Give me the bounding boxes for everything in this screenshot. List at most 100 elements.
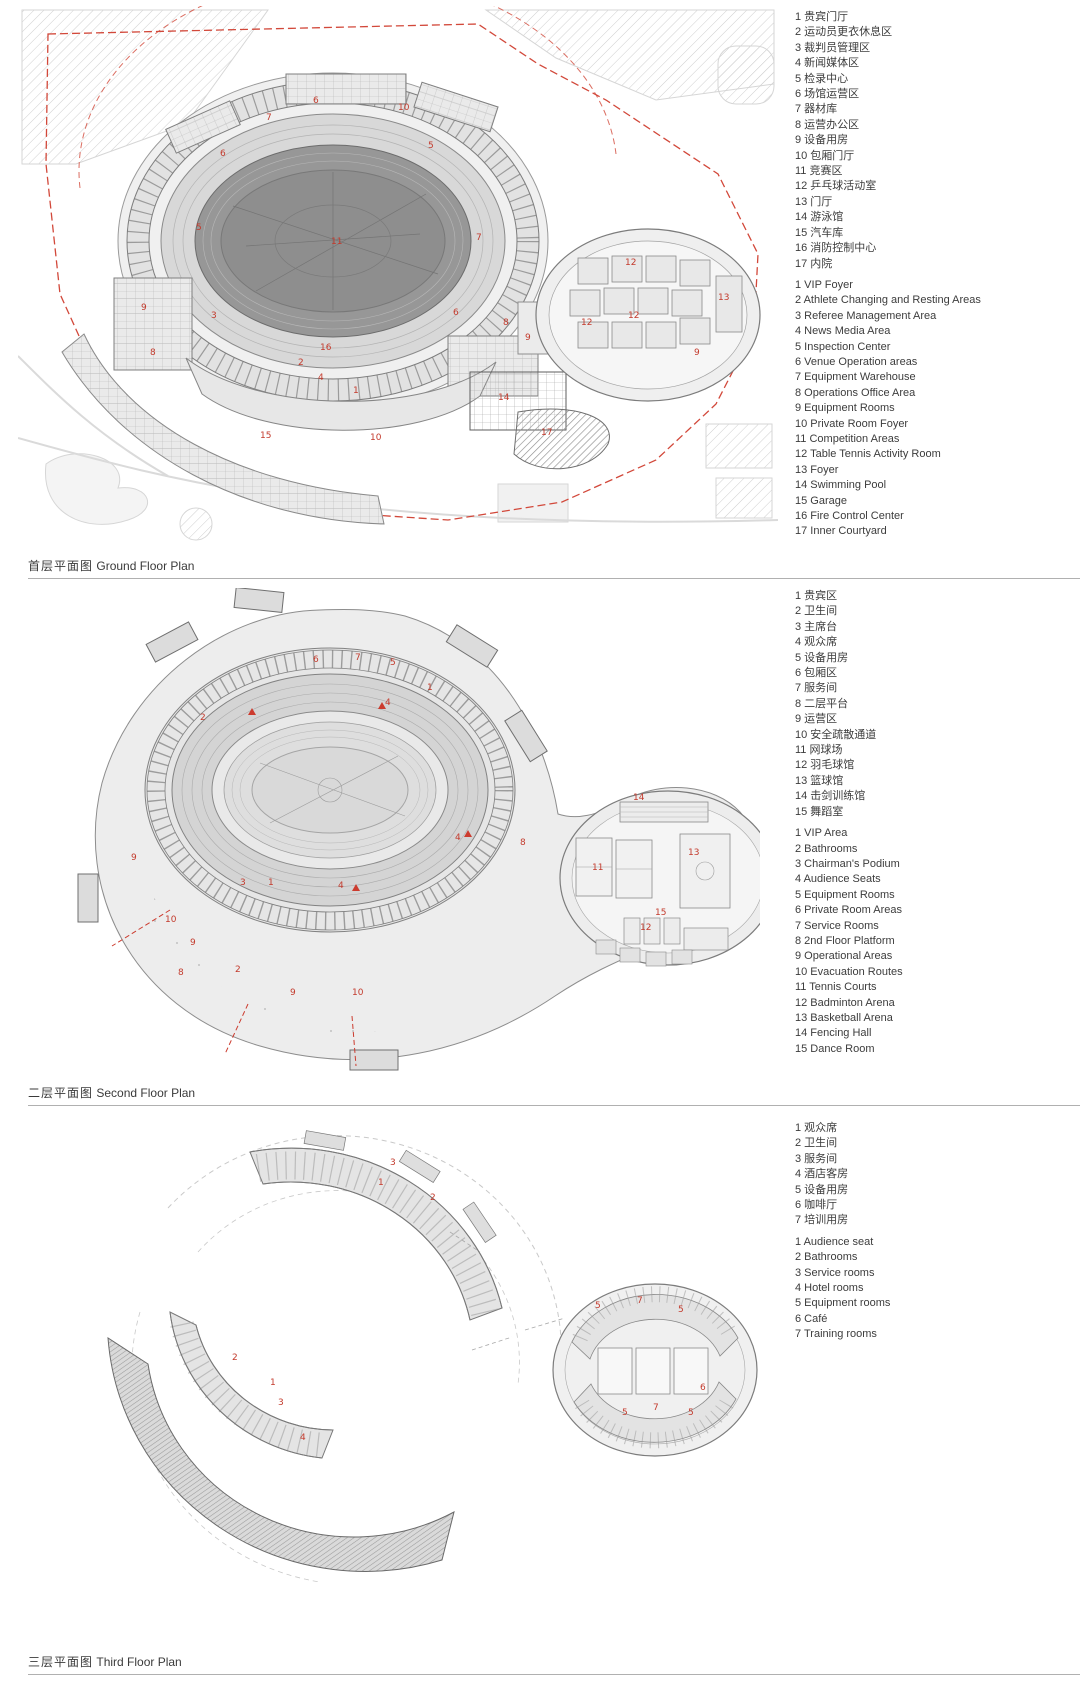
- plan-number-label: 6: [453, 308, 459, 318]
- legend-item: 13 Basketball Arena: [795, 1011, 893, 1024]
- plan-number-label: 13: [718, 293, 729, 303]
- plan-number-label: 7: [355, 653, 361, 663]
- plan-number-label: 4: [385, 698, 391, 708]
- legend-item: 12 Table Tennis Activity Room: [795, 448, 941, 461]
- legend-item: 1 Audience seat: [795, 1235, 874, 1248]
- legend-item: 7 服务间: [795, 682, 838, 695]
- lower-crescent-band: [107, 1337, 455, 1572]
- second-floor-legend: 1 贵宾区 2 卫生间 3 主席台 4 观众席 5 设备用房 6 包厢区 7 服务间 8 二层…: [795, 589, 1080, 1057]
- plan-number-label: 9: [131, 853, 137, 863]
- evacuation-route-lines: [111, 909, 357, 1067]
- plan-number-label: 5: [678, 1305, 684, 1315]
- legend-item: 4 酒店客房: [795, 1168, 849, 1181]
- plan-number-label: 10: [352, 988, 364, 998]
- legend-item: 12 羽毛球馆: [795, 759, 855, 772]
- legend-item: 7 培训用房: [795, 1214, 849, 1227]
- legend-item: 6 Private Room Areas: [795, 904, 902, 917]
- landscape-areas: [18, 9, 778, 541]
- legend-item: 4 Hotel rooms: [795, 1282, 864, 1295]
- plan-number-label: 5: [622, 1408, 628, 1418]
- legend-item: 5 Equipment Rooms: [795, 888, 895, 901]
- plan-number-label: 15: [655, 908, 666, 918]
- legend-item: 11 Tennis Courts: [795, 981, 877, 994]
- legend-item: 14 击剑训练馆: [795, 790, 866, 803]
- legend-item: 5 检录中心: [795, 72, 849, 85]
- legend-item: 4 新闻媒体区: [795, 57, 860, 70]
- plan-number-label: 5: [428, 141, 434, 151]
- plan-number-label: 8: [503, 318, 509, 328]
- legend-item: 2 卫生间: [795, 1137, 838, 1150]
- ground-floor-title-cn: 首层平面图: [28, 559, 94, 573]
- legend-item: 3 Chairman's Podium: [795, 857, 900, 870]
- basketball-court: [679, 833, 731, 909]
- legend-item: 12 Badminton Arena: [795, 996, 895, 1009]
- bowl-outline-dashed: [131, 1135, 562, 1583]
- legend-item: 9 运营区: [795, 713, 838, 726]
- legend-item: 1 观众席: [795, 1122, 838, 1134]
- legend-item: 4 Audience Seats: [795, 873, 881, 886]
- plan-number-label: 11: [331, 237, 342, 247]
- legend-item: 11 网球场: [795, 744, 843, 757]
- legend-item: 7 Training rooms: [795, 1328, 877, 1341]
- legend-item: 2 卫生间: [795, 605, 838, 618]
- legend-item: 15 Garage: [795, 494, 847, 507]
- legend-item: 8 运营办公区: [795, 118, 860, 131]
- legend-item: 5 Equipment rooms: [795, 1297, 891, 1310]
- plan-number-label: 3: [240, 878, 246, 888]
- plan-number-label: 6: [220, 149, 226, 159]
- plan-number-label: 9: [290, 988, 296, 998]
- legend-item: 6 场馆运营区: [795, 88, 860, 101]
- plan-number-label: 10: [398, 103, 410, 113]
- second-floor-title-en: Second Floor Plan: [96, 1086, 196, 1100]
- plan-number-label: 12: [581, 318, 592, 328]
- legend-item: 14 Swimming Pool: [795, 479, 887, 492]
- upper-room-band: [249, 1130, 503, 1321]
- tennis-courts: [575, 837, 653, 899]
- legend-item: 8 二层平台: [795, 697, 849, 710]
- plan-number-label: 12: [640, 923, 651, 933]
- legend-item: 15 舞蹈室: [795, 805, 844, 818]
- legend-item: 11 竞赛区: [795, 165, 843, 178]
- legend-item: 15 汽车库: [795, 226, 844, 239]
- plan-number-label: 8: [150, 348, 156, 358]
- plan-number-label: 13: [688, 848, 699, 858]
- sports-hall-oval: [535, 228, 761, 402]
- legend-item: 3 主席台: [795, 620, 838, 633]
- plan-number-label: 2: [232, 1353, 238, 1363]
- legend-item: 3 裁判员管理区: [795, 41, 871, 54]
- plan-number-label: 3: [211, 311, 217, 321]
- legend-item: 6 Café: [795, 1312, 828, 1325]
- legend-item: 6 包厢区: [795, 667, 838, 680]
- legend-item: 5 设备用房: [795, 651, 849, 664]
- legend-item: 13 篮球馆: [795, 774, 844, 787]
- legend-item: 1 贵宾区: [795, 590, 838, 602]
- plan-number-label: 17: [541, 428, 552, 438]
- legend-item: 16 Fire Control Center: [795, 510, 904, 522]
- plan-number-label: 9: [694, 348, 700, 358]
- legend-item: 16 消防控制中心: [795, 242, 877, 255]
- stadium-second: [144, 647, 516, 933]
- plan-number-label: 1: [378, 1178, 384, 1188]
- plan-number-label: 1: [427, 683, 433, 693]
- inner-redline: [78, 6, 617, 189]
- training-hall-oval: [559, 790, 760, 967]
- plan-number-label: 16: [320, 343, 332, 353]
- plan-number-label: 14: [633, 793, 645, 803]
- legend-item: 3 Referee Management Area: [795, 309, 937, 322]
- legend-item: 2 Bathrooms: [795, 1251, 858, 1264]
- ground-floor-title: 首层平面图 Ground Floor Plan: [28, 557, 1080, 579]
- platform-column-grid: [132, 868, 440, 1049]
- plan-number-label: 7: [653, 1403, 659, 1413]
- plan-number-label: 14: [498, 393, 510, 403]
- legend-item: 2 Athlete Changing and Resting Areas: [795, 294, 981, 307]
- annex-fingers: [77, 588, 548, 1071]
- plan-number-label: 7: [266, 113, 272, 123]
- fencing-strip: [619, 801, 709, 823]
- legend-item: 4 观众席: [795, 636, 838, 649]
